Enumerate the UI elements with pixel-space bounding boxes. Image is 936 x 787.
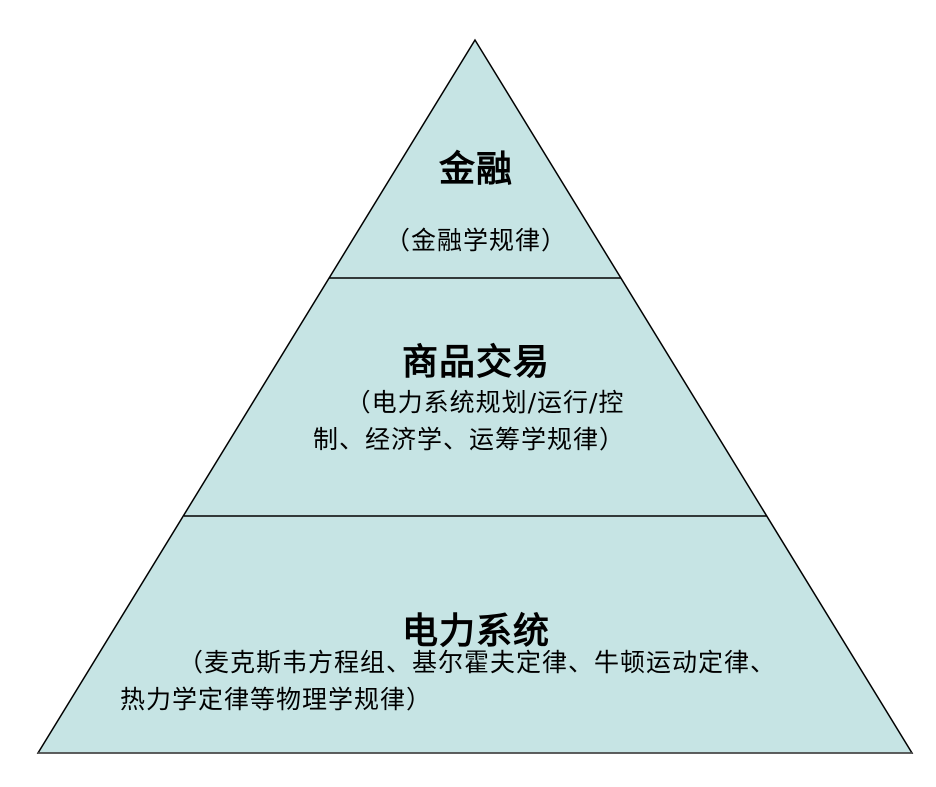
layer-middle-desc-line: （电力系统规划/运行/控 [345, 388, 625, 417]
layer-middle-description: （电力系统规划/运行/控 制、经济学、运筹学规律） [216, 384, 736, 458]
layer-middle-desc-line: 制、经济学、运筹学规律） [312, 425, 625, 454]
layer-top-description: （金融学规律） [326, 222, 626, 259]
layer-top-title: 金融 [438, 149, 513, 190]
layer-bottom-desc-line: （麦克斯韦方程组、基尔霍夫定律、牛顿运动定律、 [177, 648, 776, 677]
layer-bottom-description: （麦克斯韦方程组、基尔霍夫定律、牛顿运动定律、 热力学定律等物理学规律） [96, 644, 856, 718]
layer-middle-title: 商品交易 [401, 342, 550, 383]
layer-bottom-title: 电力系统 [401, 611, 550, 652]
layer-top-desc-line: （金融学规律） [384, 226, 567, 255]
layer-bottom-desc-line: 热力学定律等物理学规律） [120, 685, 433, 714]
